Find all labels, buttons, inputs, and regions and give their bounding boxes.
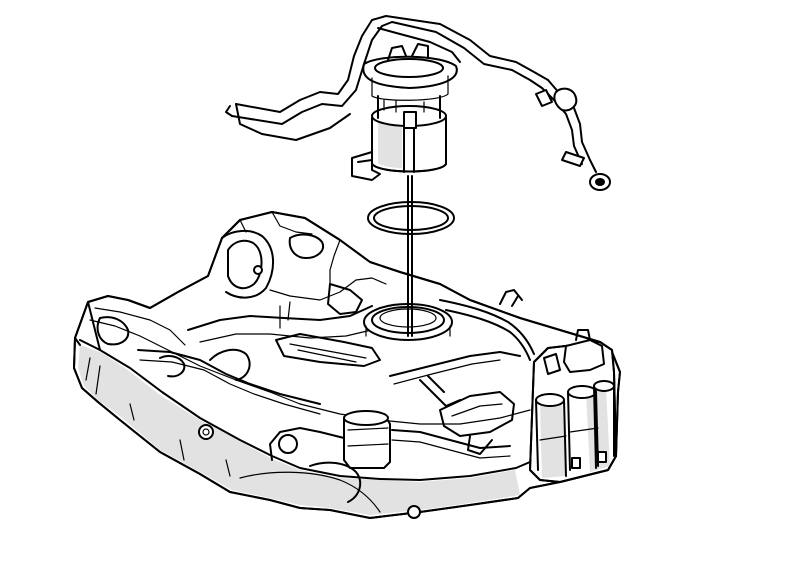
alignment-line bbox=[407, 175, 413, 337]
fuel-tank bbox=[73, 211, 621, 519]
fuel-lines bbox=[225, 15, 611, 191]
fuel-pump-module bbox=[351, 43, 458, 181]
evap-canister bbox=[529, 329, 617, 483]
